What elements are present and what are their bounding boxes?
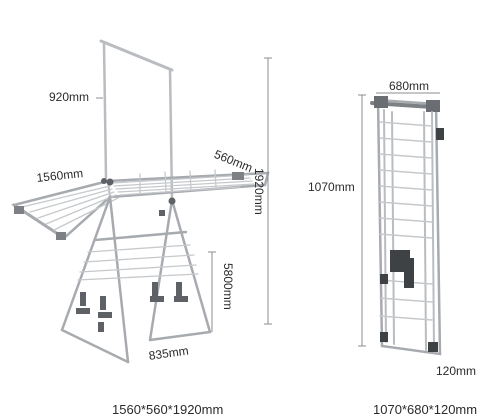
- dim-folded-width-label: 680mm: [389, 79, 430, 93]
- dim-folded-thickness-label: 120mm: [436, 364, 477, 378]
- folded-caption: 1070*680*120mm: [373, 402, 478, 417]
- unfolded-dimension-lines: [96, 57, 272, 332]
- unfolded-rack: [10, 39, 270, 364]
- unfolded-caption: 1560*560*1920mm: [112, 402, 224, 417]
- folded-dimension-lines: [358, 92, 440, 347]
- folded-rack: [370, 96, 444, 356]
- dim-lower-label: 5800mm: [221, 263, 235, 310]
- dim-height-label: 1920mm: [252, 168, 266, 215]
- dim-folded-height-label: 1070mm: [308, 180, 355, 194]
- dim-top-bar-label: 920mm: [49, 90, 90, 104]
